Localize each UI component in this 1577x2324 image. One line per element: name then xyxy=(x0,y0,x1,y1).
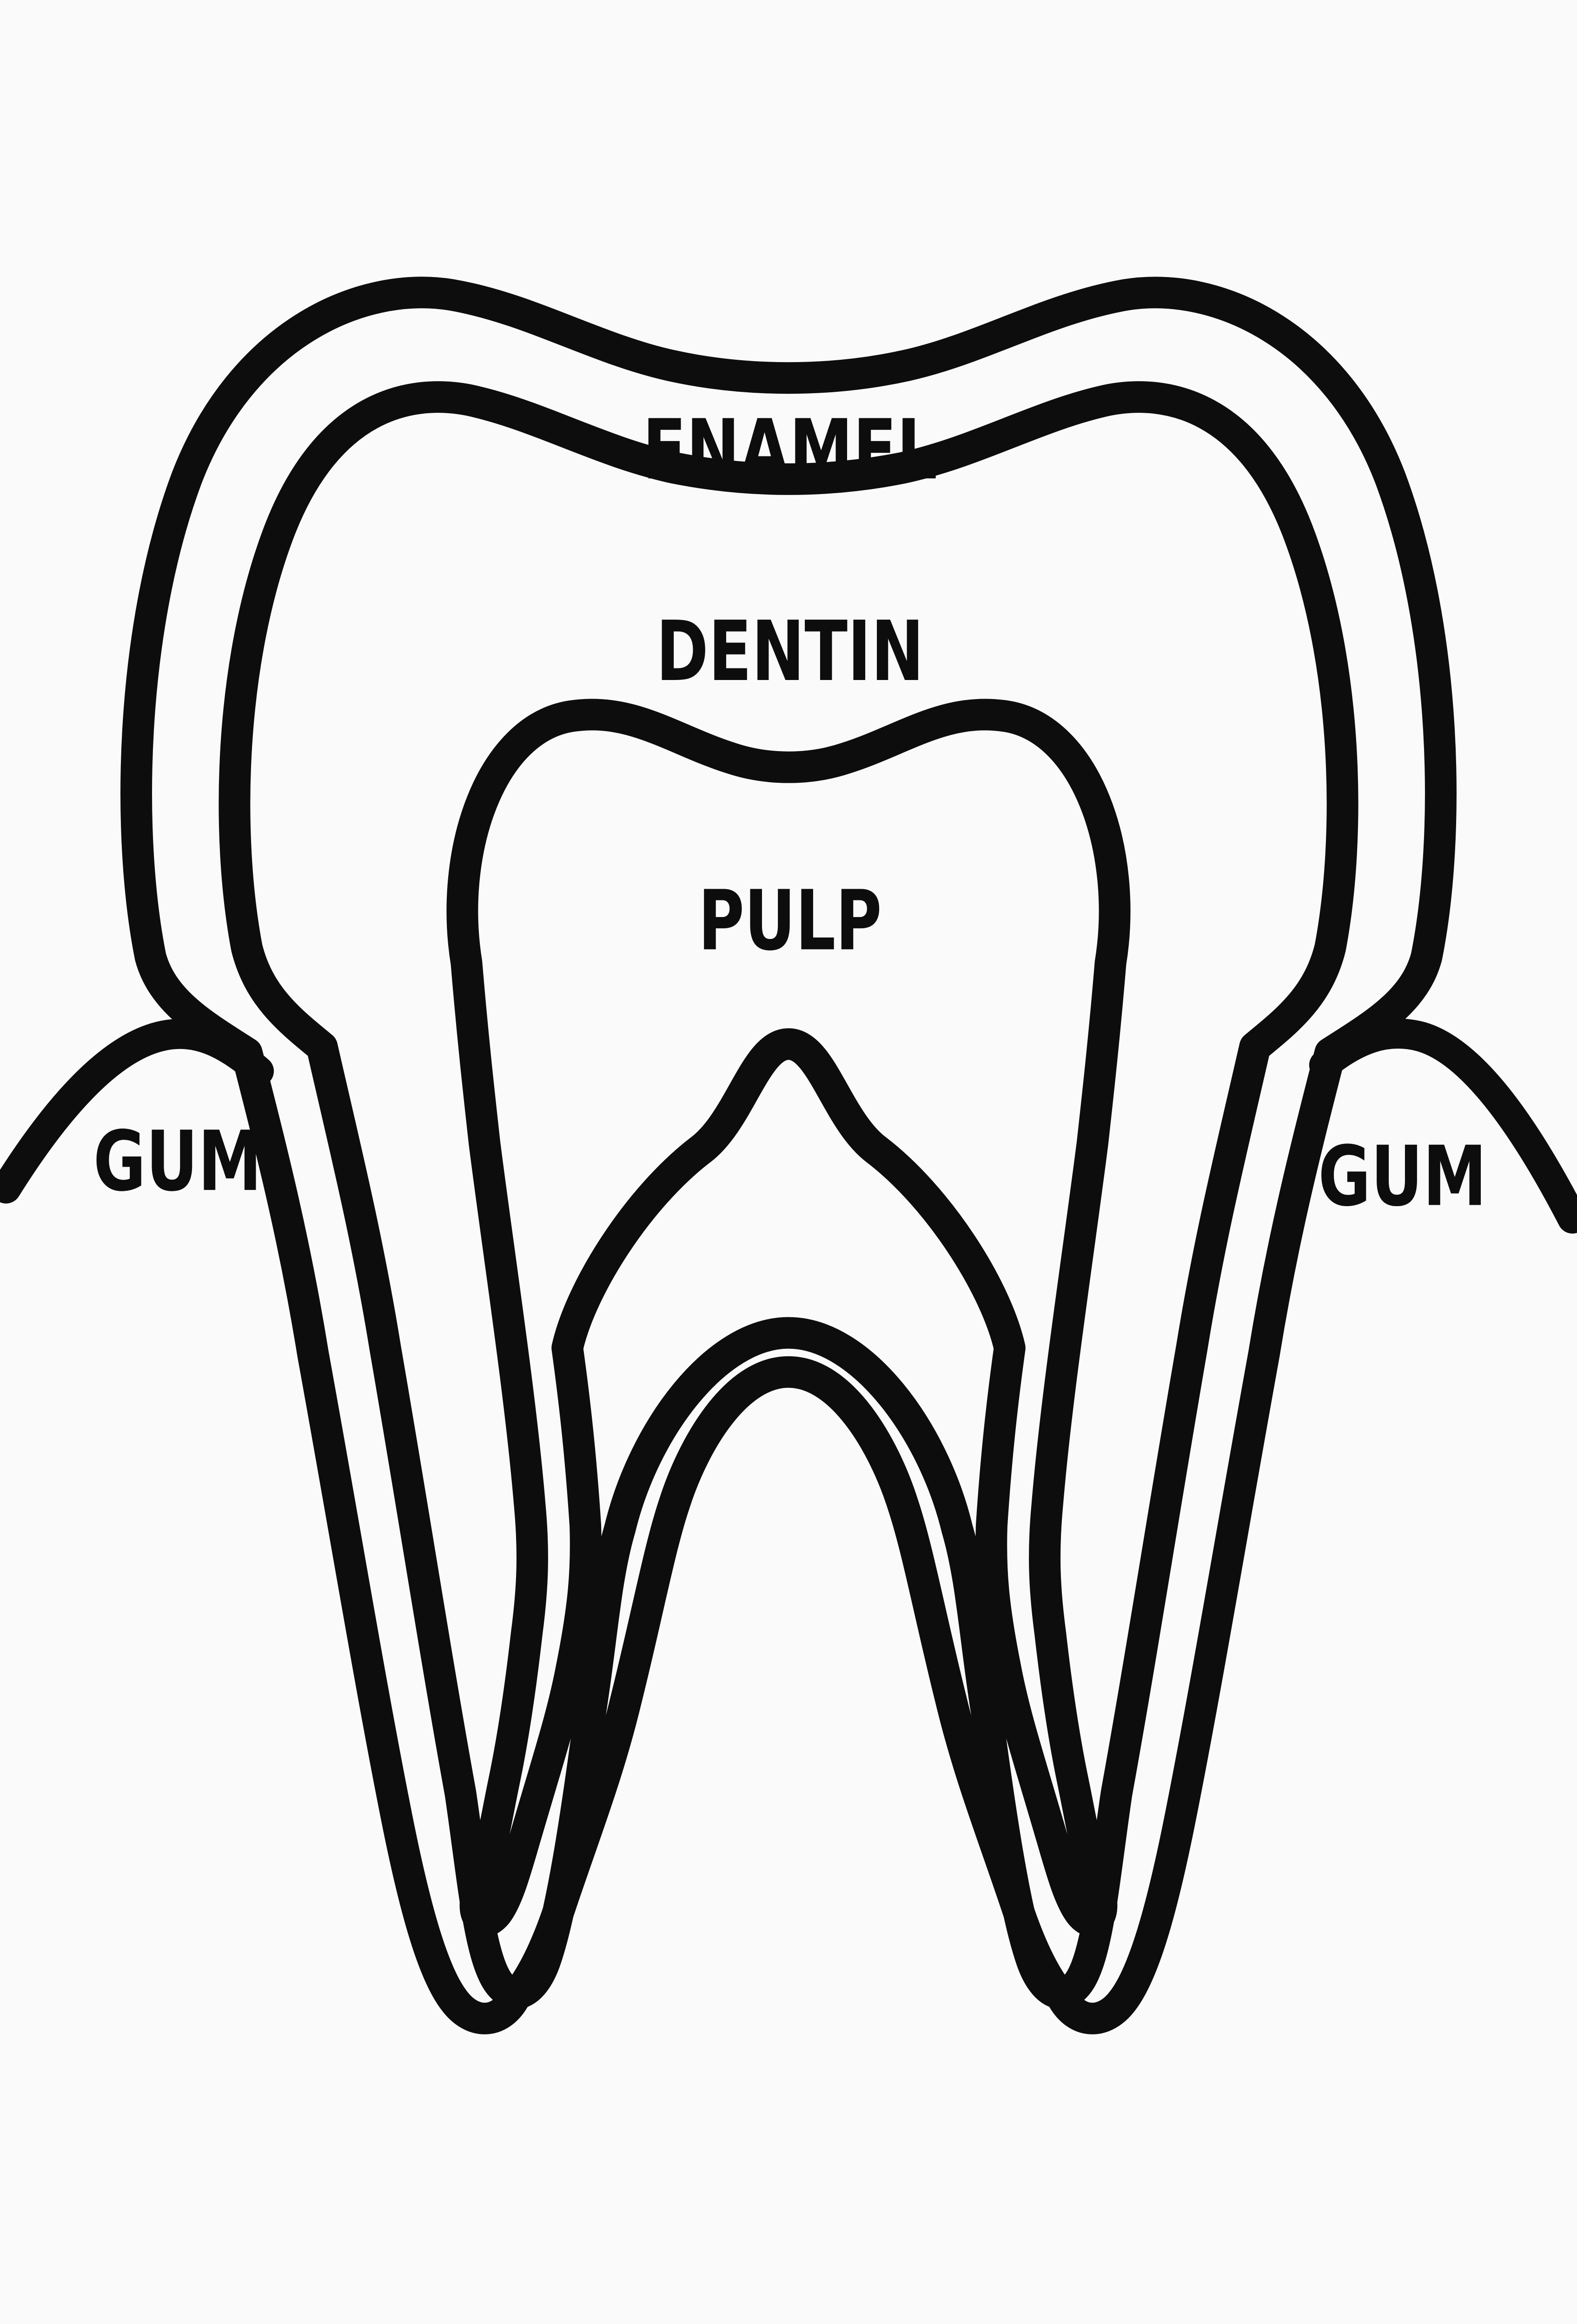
pulp-outline xyxy=(446,699,1131,1937)
gum-label-left: GUM xyxy=(93,1113,262,1209)
enamel-outline xyxy=(120,277,1457,2034)
gum-line-left xyxy=(0,1019,274,1204)
dentin-label: DENTIN xyxy=(656,603,924,700)
dentin-outline xyxy=(219,381,1358,2009)
gum-label-right: GUM xyxy=(1318,1129,1487,1225)
pulp-label: PULP xyxy=(698,872,882,969)
enamel-label: ENAMEL xyxy=(643,402,937,498)
gum-line-right xyxy=(1309,1018,1577,1234)
